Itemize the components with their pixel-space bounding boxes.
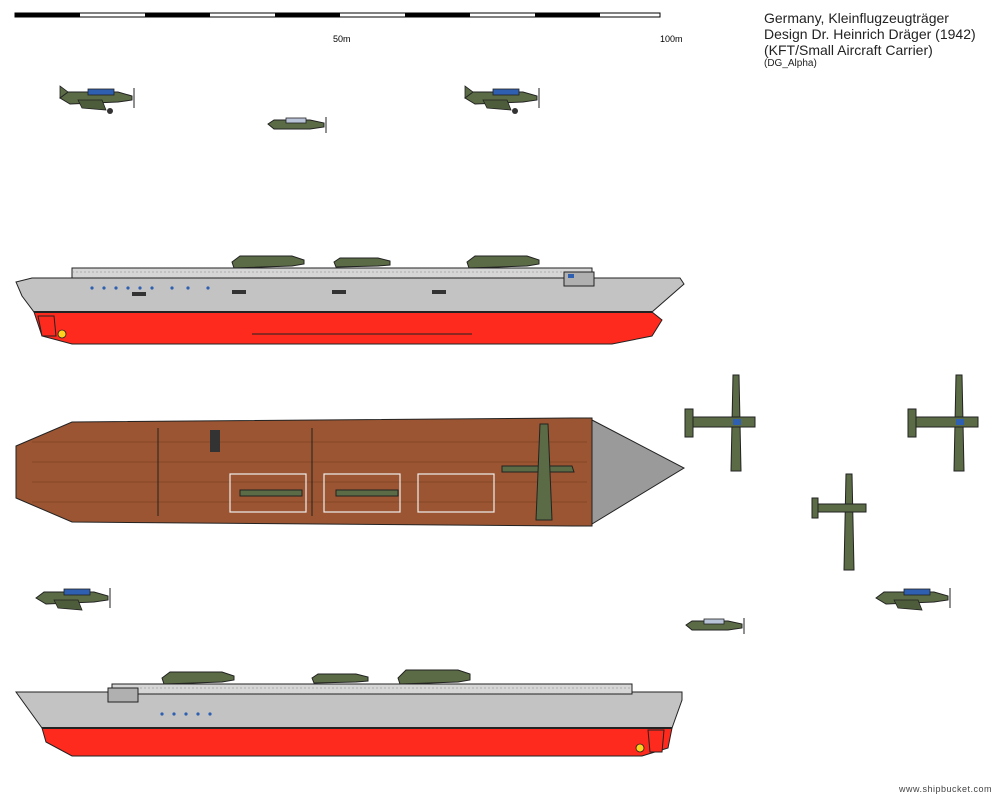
title-line-1: Germany, Kleinflugzeugträger xyxy=(764,10,949,26)
scale-bar-graphic xyxy=(14,12,661,18)
aircraft-side-view-4 xyxy=(35,588,111,611)
title-block: Germany, Kleinflugzeugträger Design Dr. … xyxy=(764,10,1000,70)
aircraft-side-view-3 xyxy=(464,85,540,114)
website-credit: www.shipbucket.com xyxy=(898,784,992,794)
aircraft-side-view-6 xyxy=(875,588,951,611)
aircraft-side-view-1 xyxy=(59,85,135,114)
scale-label-100m: 100m xyxy=(660,34,683,44)
title-line-2: Design Dr. Heinrich Dräger (1942) xyxy=(764,26,976,42)
aircraft-side-view-2 xyxy=(267,117,327,133)
ship-deck-plan xyxy=(15,417,686,527)
aircraft-top-view-1 xyxy=(684,374,756,472)
title-line-3: (KFT/Small Aircraft Carrier) xyxy=(764,42,933,58)
ship-profile-port xyxy=(15,669,683,757)
author-credit: (DG_Alpha) xyxy=(764,58,817,69)
aircraft-top-view-3 xyxy=(811,473,867,571)
scale-bar: 50m 100m xyxy=(14,12,695,44)
aircraft-side-view-5 xyxy=(685,618,745,634)
ship-profile-starboard xyxy=(15,255,685,345)
aircraft-top-view-2 xyxy=(907,374,979,472)
scale-label-50m: 50m xyxy=(333,34,351,44)
